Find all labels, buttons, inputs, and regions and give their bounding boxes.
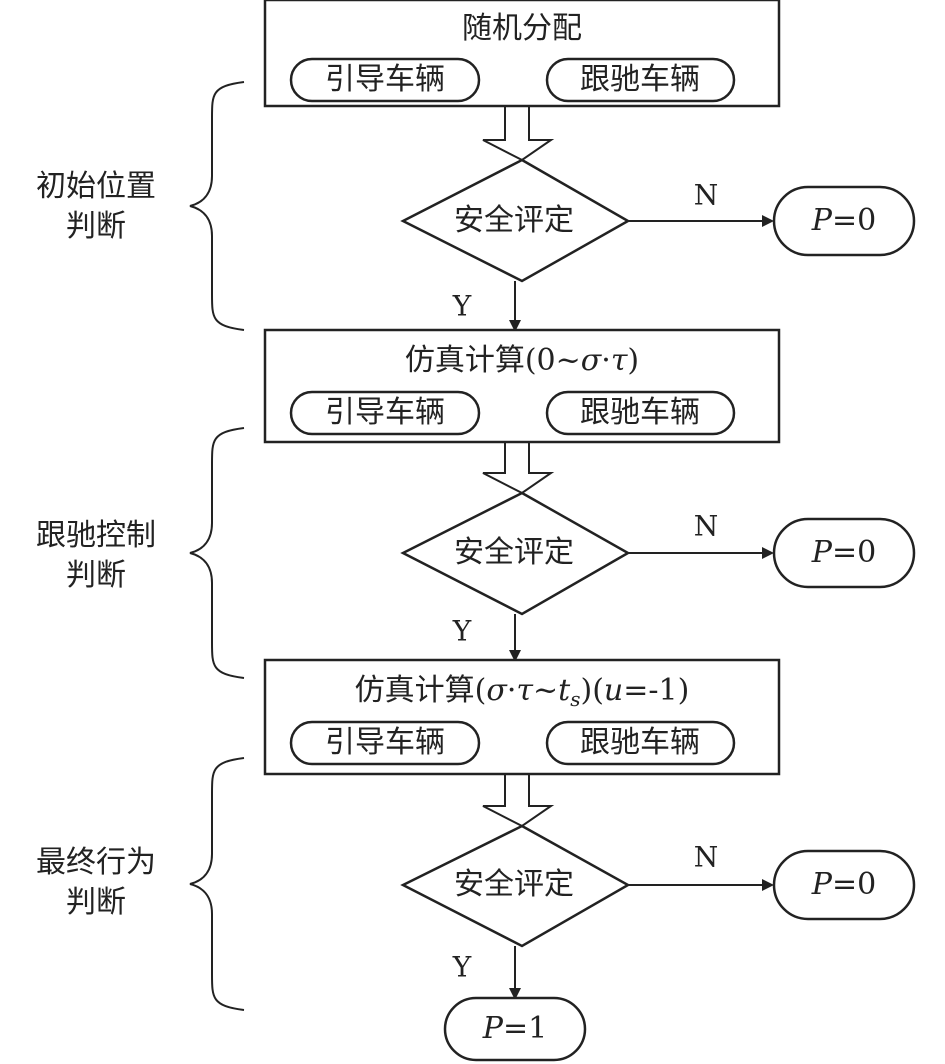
decision-diamond [400,158,631,283]
yes-label: Y [452,951,472,984]
pill-lead-label: 引导车辆 [325,395,445,430]
result-terminal [772,849,916,921]
pill-follow-label: 跟驰车辆 [580,725,700,760]
side-label-line1: 初始位置 [36,169,156,204]
final-result-label: P=1 [482,1011,547,1046]
hollow-arrow [482,442,555,495]
side-label-line2: 判断 [66,209,126,244]
no-label: N [694,179,719,212]
process-title: 随机分配 [462,11,582,46]
side-label-line1: 跟驰控制 [36,518,156,553]
process-title: 仿真计算(σ·τ~ts)(u=-1) [355,673,690,711]
pill-follow-label: 跟驰车辆 [580,395,700,430]
pill-follow-label: 跟驰车辆 [580,62,700,97]
decision-diamond [400,824,631,948]
decision-label: 安全评定 [454,203,574,238]
pill-lead-vehicle [289,720,481,766]
pill-lead-vehicle [289,57,481,103]
pill-follow-vehicle [545,390,736,436]
side-label-line1: 最终行为 [36,845,156,880]
side-label-line2: 判断 [66,885,126,920]
curly-brace [189,81,245,331]
decision-label: 安全评定 [454,867,574,902]
result-label: P=0 [811,867,876,902]
result-terminal [772,517,916,589]
curly-brace [189,757,245,1011]
pill-lead-label: 引导车辆 [325,62,445,97]
no-label: N [694,841,719,874]
result-label: P=0 [811,535,876,570]
pill-lead-vehicle [289,390,481,436]
curly-brace [189,427,245,679]
result-terminal [772,185,916,257]
result-label: P=0 [811,203,876,238]
process-title: 仿真计算(0~σ·τ) [405,343,639,378]
final-terminal [443,996,587,1062]
hollow-arrow [482,106,555,162]
yes-label: Y [452,615,472,648]
hollow-arrow [482,774,555,828]
decision-label: 安全评定 [454,535,574,570]
decision-diamond [400,491,631,616]
side-label-line2: 判断 [66,558,126,593]
no-label: N [694,510,719,543]
pill-follow-vehicle [545,720,736,766]
pill-lead-label: 引导车辆 [325,725,445,760]
yes-label: Y [452,290,472,323]
pill-follow-vehicle [545,57,736,103]
